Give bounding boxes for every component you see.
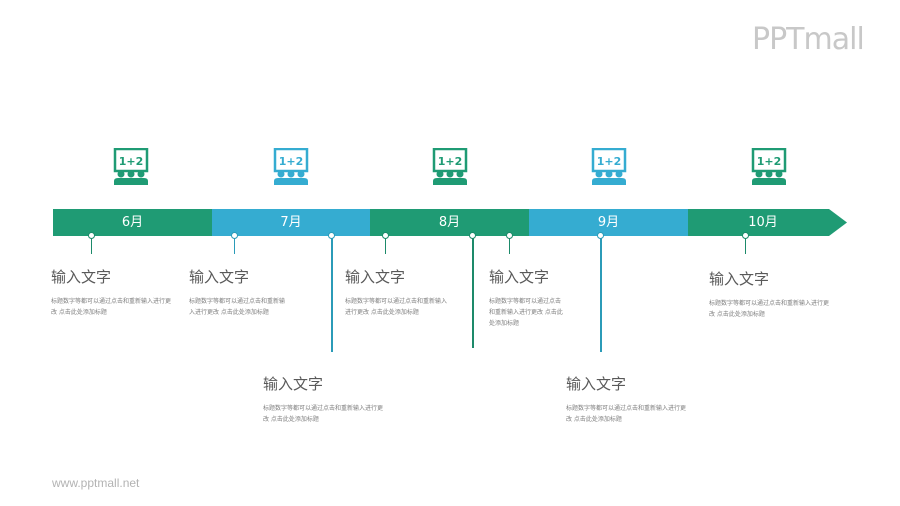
entry-title: 输入文字 — [709, 270, 770, 288]
segment-label: 10月 — [748, 215, 778, 230]
classroom-blackboard-icon: 1+2 — [113, 148, 149, 185]
entry-description: 标题数字等都可以通过点击和重新输入进行更改 点击此处添加标题 — [345, 298, 448, 316]
arrow-head-icon — [688, 209, 847, 236]
brand-logo: PPTmall — [752, 22, 865, 57]
classroom-blackboard-icon: 1+2 — [432, 148, 468, 185]
segment-label: 7月 — [280, 215, 302, 230]
entry-title: 输入文字 — [566, 375, 627, 393]
entry-description: 标题数字等都可以通过点击和重新输入进行更改 点击此处添加标题 — [189, 298, 286, 316]
svg-text:1+2: 1+2 — [438, 155, 463, 168]
segment-label: 6月 — [121, 215, 144, 230]
classroom-blackboard-icon: 1+2 — [591, 148, 627, 185]
svg-text:1+2: 1+2 — [279, 155, 304, 168]
connector-line — [744, 236, 746, 254]
entry-description: 标题数字等都可以通过点击和重新输入进行更改 点击此处添加标题 — [709, 300, 830, 318]
entry-description: 标题数字等都可以通过点击和重新输入进行更改 点击此处添加标题 — [566, 405, 687, 423]
timeline-marker — [87, 232, 95, 239]
timeline-marker — [741, 232, 749, 239]
connector-line-long — [331, 236, 333, 352]
footer-url[interactable]: www.pptmall.net — [52, 476, 140, 490]
timeline-segment-october: 10月 — [688, 209, 847, 236]
timeline-marker — [505, 232, 513, 239]
classroom-blackboard-icon: 1+2 — [273, 148, 309, 185]
entry-title: 输入文字 — [263, 375, 324, 393]
entry-title: 输入文字 — [189, 268, 250, 286]
timeline-marker — [381, 232, 389, 239]
timeline-marker — [328, 232, 335, 239]
connector-line-long — [600, 236, 602, 352]
connector-line — [90, 236, 92, 254]
timeline-marker — [230, 232, 238, 239]
entry-title: 输入文字 — [51, 268, 112, 286]
timeline-marker — [469, 232, 476, 239]
classroom-blackboard-icon: 1+2 — [751, 148, 787, 185]
entry-title: 输入文字 — [489, 268, 550, 286]
segment-label: 8月 — [438, 215, 461, 230]
svg-text:1+2: 1+2 — [757, 155, 782, 168]
connector-line — [384, 236, 386, 254]
entry-title: 输入文字 — [345, 268, 406, 286]
connector-line — [508, 236, 510, 254]
connector-line — [233, 236, 235, 254]
entry-description: 标题数字等都可以通过点击和重新输入进行更改 点击此处添加标题 — [489, 298, 563, 327]
timeline-segment-july: 7月 — [212, 209, 370, 236]
segment-label: 9月 — [597, 215, 620, 230]
svg-text:1+2: 1+2 — [597, 155, 622, 168]
svg-text:1+2: 1+2 — [119, 155, 144, 168]
connector-line-long — [472, 236, 474, 348]
timeline-segment-june: 6月 — [53, 209, 212, 236]
entry-description: 标题数字等都可以通过点击和重新输入进行更改 点击此处添加标题 — [263, 405, 384, 423]
timeline-segment-august: 8月 — [370, 209, 529, 236]
entry-description: 标题数字等都可以通过点击和重新输入进行更改 点击此处添加标题 — [51, 298, 172, 316]
timeline-segment-september: 9月 — [529, 209, 688, 236]
timeline-marker — [597, 232, 604, 239]
